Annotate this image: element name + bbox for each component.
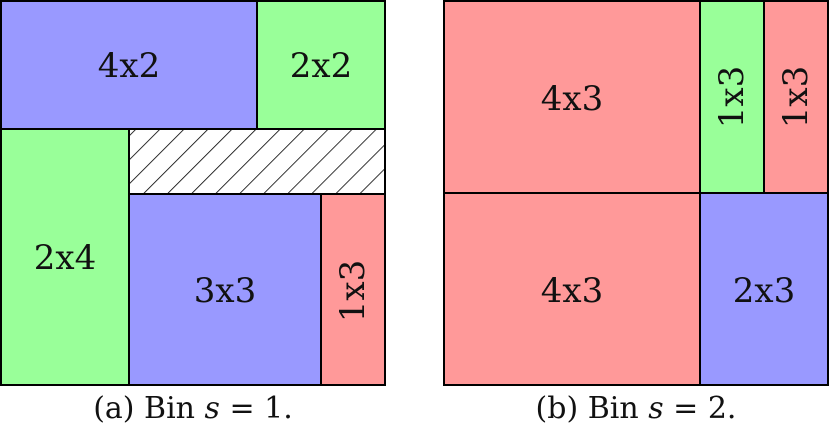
caption-a-var: s: [205, 391, 220, 426]
block-a-2x2: [256, 0, 386, 130]
bin-a: 4x2 2x2 2x4 3x3 1x3: [0, 0, 386, 386]
label-a-3x3: 3x3: [194, 271, 256, 311]
caption-b-prefix: (b) Bin: [536, 391, 649, 426]
caption-a-suffix: = 1.: [220, 391, 293, 426]
label-b-1x3-red: 1x3: [776, 66, 816, 128]
label-a-2x4: 2x4: [34, 238, 96, 278]
caption-b-var: s: [648, 391, 663, 426]
label-b-2x3: 2x3: [733, 271, 795, 311]
block-a-4x2: [0, 0, 258, 130]
label-b-4x3-top: 4x3: [541, 79, 603, 119]
block-b-2x3: [699, 192, 829, 386]
label-a-2x2: 2x2: [290, 46, 352, 86]
block-b-4x3-bottom: [443, 192, 701, 386]
block-a-3x3: [128, 193, 322, 386]
block-a-2x4: [0, 128, 130, 386]
label-b-4x3-bottom: 4x3: [541, 271, 603, 311]
caption-b: (b) Bin s = 2.: [536, 391, 737, 426]
label-b-1x3-green: 1x3: [712, 66, 752, 128]
empty-hatched-fill: [128, 128, 386, 195]
label-a-1x3: 1x3: [333, 260, 373, 322]
caption-a: (a) Bin s = 1.: [93, 391, 293, 426]
label-a-4x2: 4x2: [98, 46, 160, 86]
bin-b: 4x3 1x3 1x3 4x3 2x3: [443, 0, 829, 386]
caption-a-prefix: (a) Bin: [93, 391, 204, 426]
block-b-1x3-green: [699, 0, 765, 194]
block-a-1x3: [320, 193, 386, 386]
caption-b-suffix: = 2.: [664, 391, 737, 426]
